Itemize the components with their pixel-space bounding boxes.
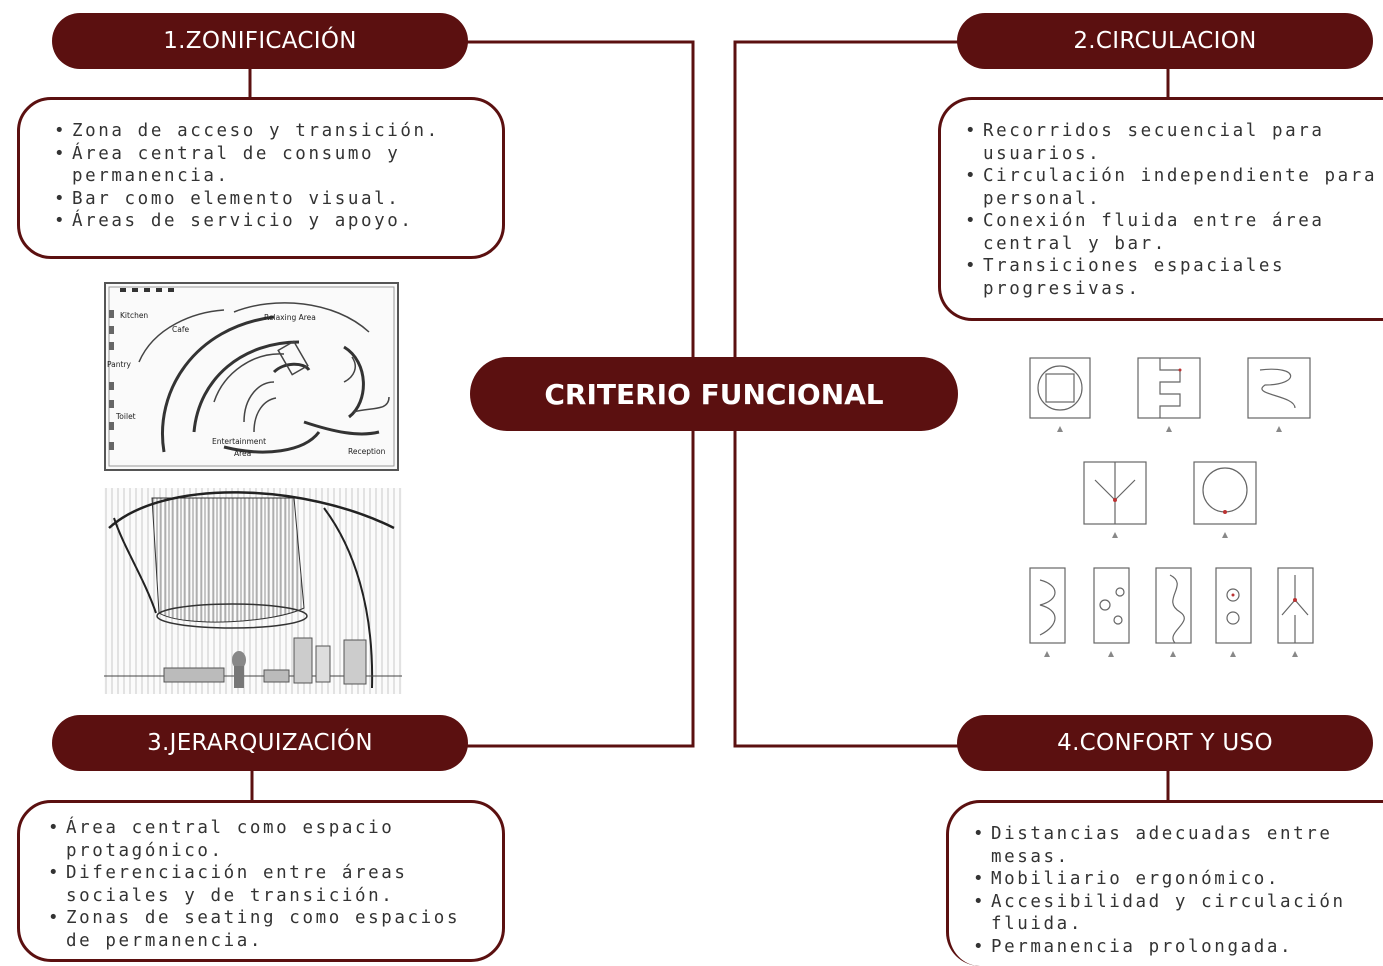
plan-label-entertainment: Entertainment — [212, 437, 266, 446]
list-item: Mobiliario ergonómico. — [971, 868, 1376, 891]
list-item: Recorridos secuencial para usuarios. — [963, 120, 1378, 165]
plan-label-kitchen: Kitchen — [120, 311, 148, 320]
list-item: Diferenciación entre áreas sociales y de… — [46, 862, 486, 907]
section-box-confort-y-uso: Distancias adecuadas entre mesas. Mobili… — [946, 800, 1383, 966]
plan-label-pantry: Pantry — [107, 360, 132, 369]
floor-plan-image: Kitchen Cafe Relaxing Area Pantry Toilet… — [104, 282, 400, 472]
list-item: Área central de consumo y permanencia. — [52, 143, 482, 188]
circulation-diagrams-image — [1020, 350, 1320, 680]
list-item: Distancias adecuadas entre mesas. — [971, 823, 1376, 868]
section-box-jerarquizacion: Área central como espacio protagónico. D… — [17, 800, 505, 962]
list-item: Área central como espacio protagónico. — [46, 817, 486, 862]
interior-sketch-image — [104, 488, 402, 694]
list-item: Transiciones espaciales progresivas. — [963, 255, 1378, 300]
list-item: Bar como elemento visual. — [52, 188, 482, 211]
section-title-circulacion: 2.CIRCULACION — [957, 13, 1373, 69]
list-item: Zona de acceso y transición. — [52, 120, 482, 143]
plan-label-toilet: Toilet — [115, 412, 136, 421]
plan-label-reception: Reception — [348, 447, 386, 456]
section-title-zonificacion: 1.ZONIFICACIÓN — [52, 13, 468, 69]
plan-label-cafe: Cafe — [172, 325, 189, 334]
section-box-zonificacion: Zona de acceso y transición. Área centra… — [17, 97, 505, 259]
section-box-circulacion: Recorridos secuencial para usuarios. Cir… — [938, 97, 1383, 321]
section-title-jerarquizacion: 3.JERARQUIZACIÓN — [52, 715, 468, 771]
section-title-confort-y-uso: 4.CONFORT Y USO — [957, 715, 1373, 771]
list-item: Accesibilidad y circulación fluida. — [971, 891, 1376, 936]
list-item: Zonas de seating como espacios de perman… — [46, 907, 486, 952]
plan-label-relaxing: Relaxing Area — [264, 313, 316, 322]
central-concept-title: CRITERIO FUNCIONAL — [470, 357, 958, 431]
list-item: Conexión fluida entre área central y bar… — [963, 210, 1378, 255]
list-item: Áreas de servicio y apoyo. — [52, 210, 482, 233]
plan-label-entertainment-area: Area — [234, 449, 251, 458]
list-item: Permanencia prolongada. — [971, 936, 1376, 959]
list-item: Circulación independiente para personal. — [963, 165, 1378, 210]
